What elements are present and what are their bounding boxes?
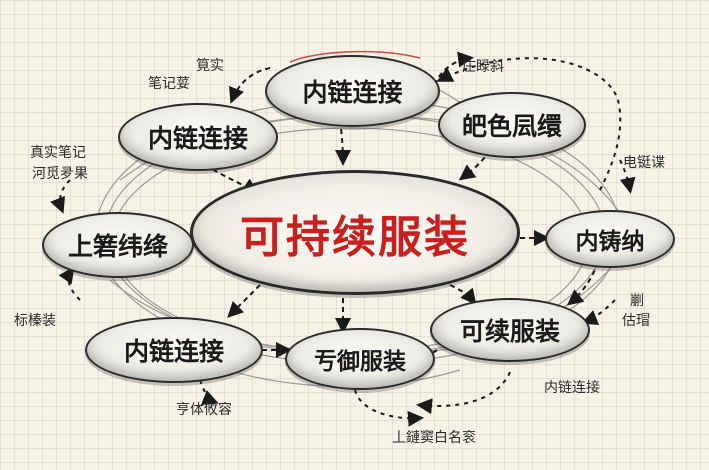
annotation-right-lower-2: 估瑁	[622, 313, 650, 329]
annotation-right: 电铤谍	[623, 155, 665, 171]
node-bottom: 亐御服装	[285, 328, 435, 390]
annotation-bottom-right: 内链连接	[544, 380, 600, 396]
annotation-top-right: 庄睩斜	[462, 59, 504, 75]
node-right: 内铸纳	[545, 210, 675, 268]
annotation-left-1: 真实笔记	[30, 145, 86, 161]
node-left: 上箬纬绛	[42, 212, 194, 278]
central-topic-node: 可持续服装	[190, 170, 520, 295]
annotation-top-left-1: 筧实	[196, 58, 224, 74]
annotation-bottom-left: 亨体攸容	[176, 402, 232, 418]
node-lower-left: 内链连接	[85, 317, 263, 383]
node-top: 内链连接	[265, 55, 440, 127]
annotation-bottom-center: 丄鏈窦白名衮	[392, 430, 476, 446]
node-upper-left: 内链连接	[118, 103, 278, 171]
node-lower-right: 可续服装	[430, 298, 590, 362]
central-topic-label: 可持续服装	[240, 211, 470, 263]
annotation-left-2: 河觅夛果	[32, 166, 88, 182]
annotation-top-left-2: 笔记荽	[148, 76, 190, 92]
annotation-left-lower: 标榛装	[14, 313, 56, 329]
annotation-right-lower-1: 剻	[630, 293, 644, 309]
node-upper-right: 皅色凨缳	[438, 92, 586, 158]
